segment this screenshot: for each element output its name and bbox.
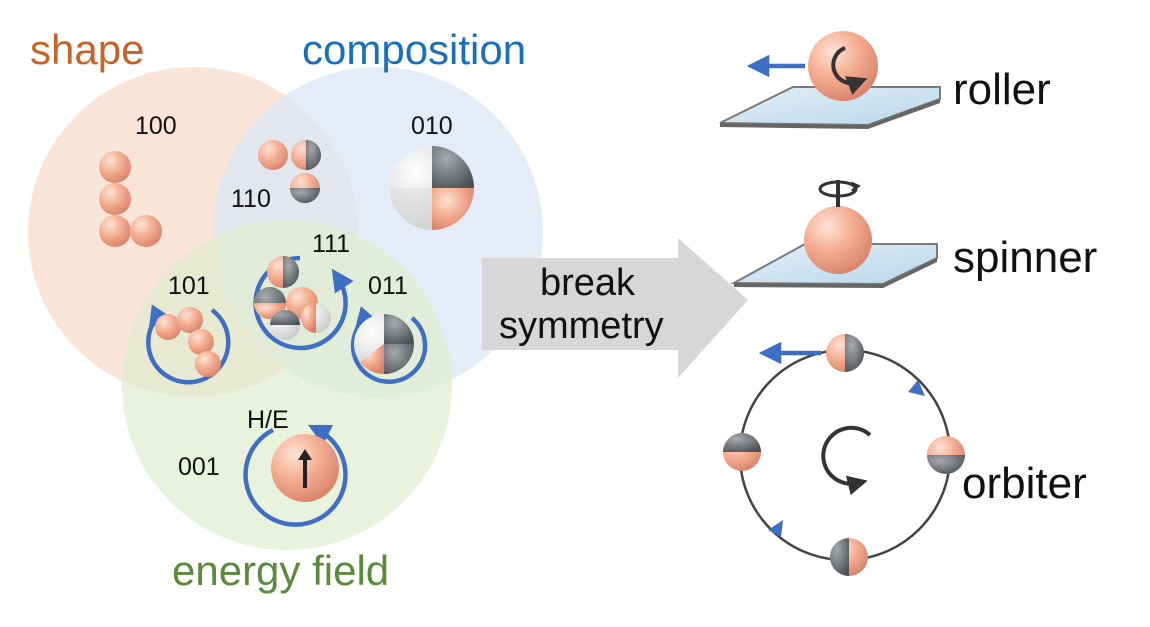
- code-100: 100: [135, 112, 177, 140]
- code-011: 011: [368, 272, 408, 300]
- orbiter-motion: orbiter: [723, 334, 1087, 576]
- roller-substrate: [719, 86, 941, 127]
- energy-field-title: energy field: [172, 547, 389, 594]
- particle-001: [243, 424, 348, 527]
- code-111: 111: [312, 230, 350, 258]
- roller-particle: [808, 31, 878, 101]
- shape-title: shape: [30, 26, 144, 73]
- spinner-motion: spinner: [730, 180, 1097, 288]
- code-001: 001: [178, 453, 220, 481]
- particle-cluster-111: [253, 255, 354, 351]
- particle-cluster-100: [99, 151, 162, 247]
- break-symmetry-arrow: break symmetry: [482, 238, 748, 378]
- code-101: 101: [168, 272, 210, 300]
- energy-field-circle: [122, 220, 452, 550]
- orbiter-label: orbiter: [962, 459, 1087, 508]
- spinner-label: spinner: [953, 233, 1097, 282]
- code-110: 110: [231, 185, 271, 213]
- spinner-particle: [804, 206, 872, 274]
- arrow-line1: break: [540, 262, 636, 304]
- code-010: 010: [411, 112, 453, 140]
- arrow-line2: symmetry: [499, 305, 664, 347]
- roller-motion: roller: [719, 31, 1051, 129]
- particle-chain-101: [146, 304, 231, 385]
- particle-011: [350, 306, 428, 384]
- field-label: H/E: [247, 406, 289, 434]
- particle-010: [390, 146, 474, 230]
- composition-title: composition: [302, 26, 526, 73]
- roller-label: roller: [953, 65, 1051, 114]
- particle-cluster-110: [258, 140, 321, 203]
